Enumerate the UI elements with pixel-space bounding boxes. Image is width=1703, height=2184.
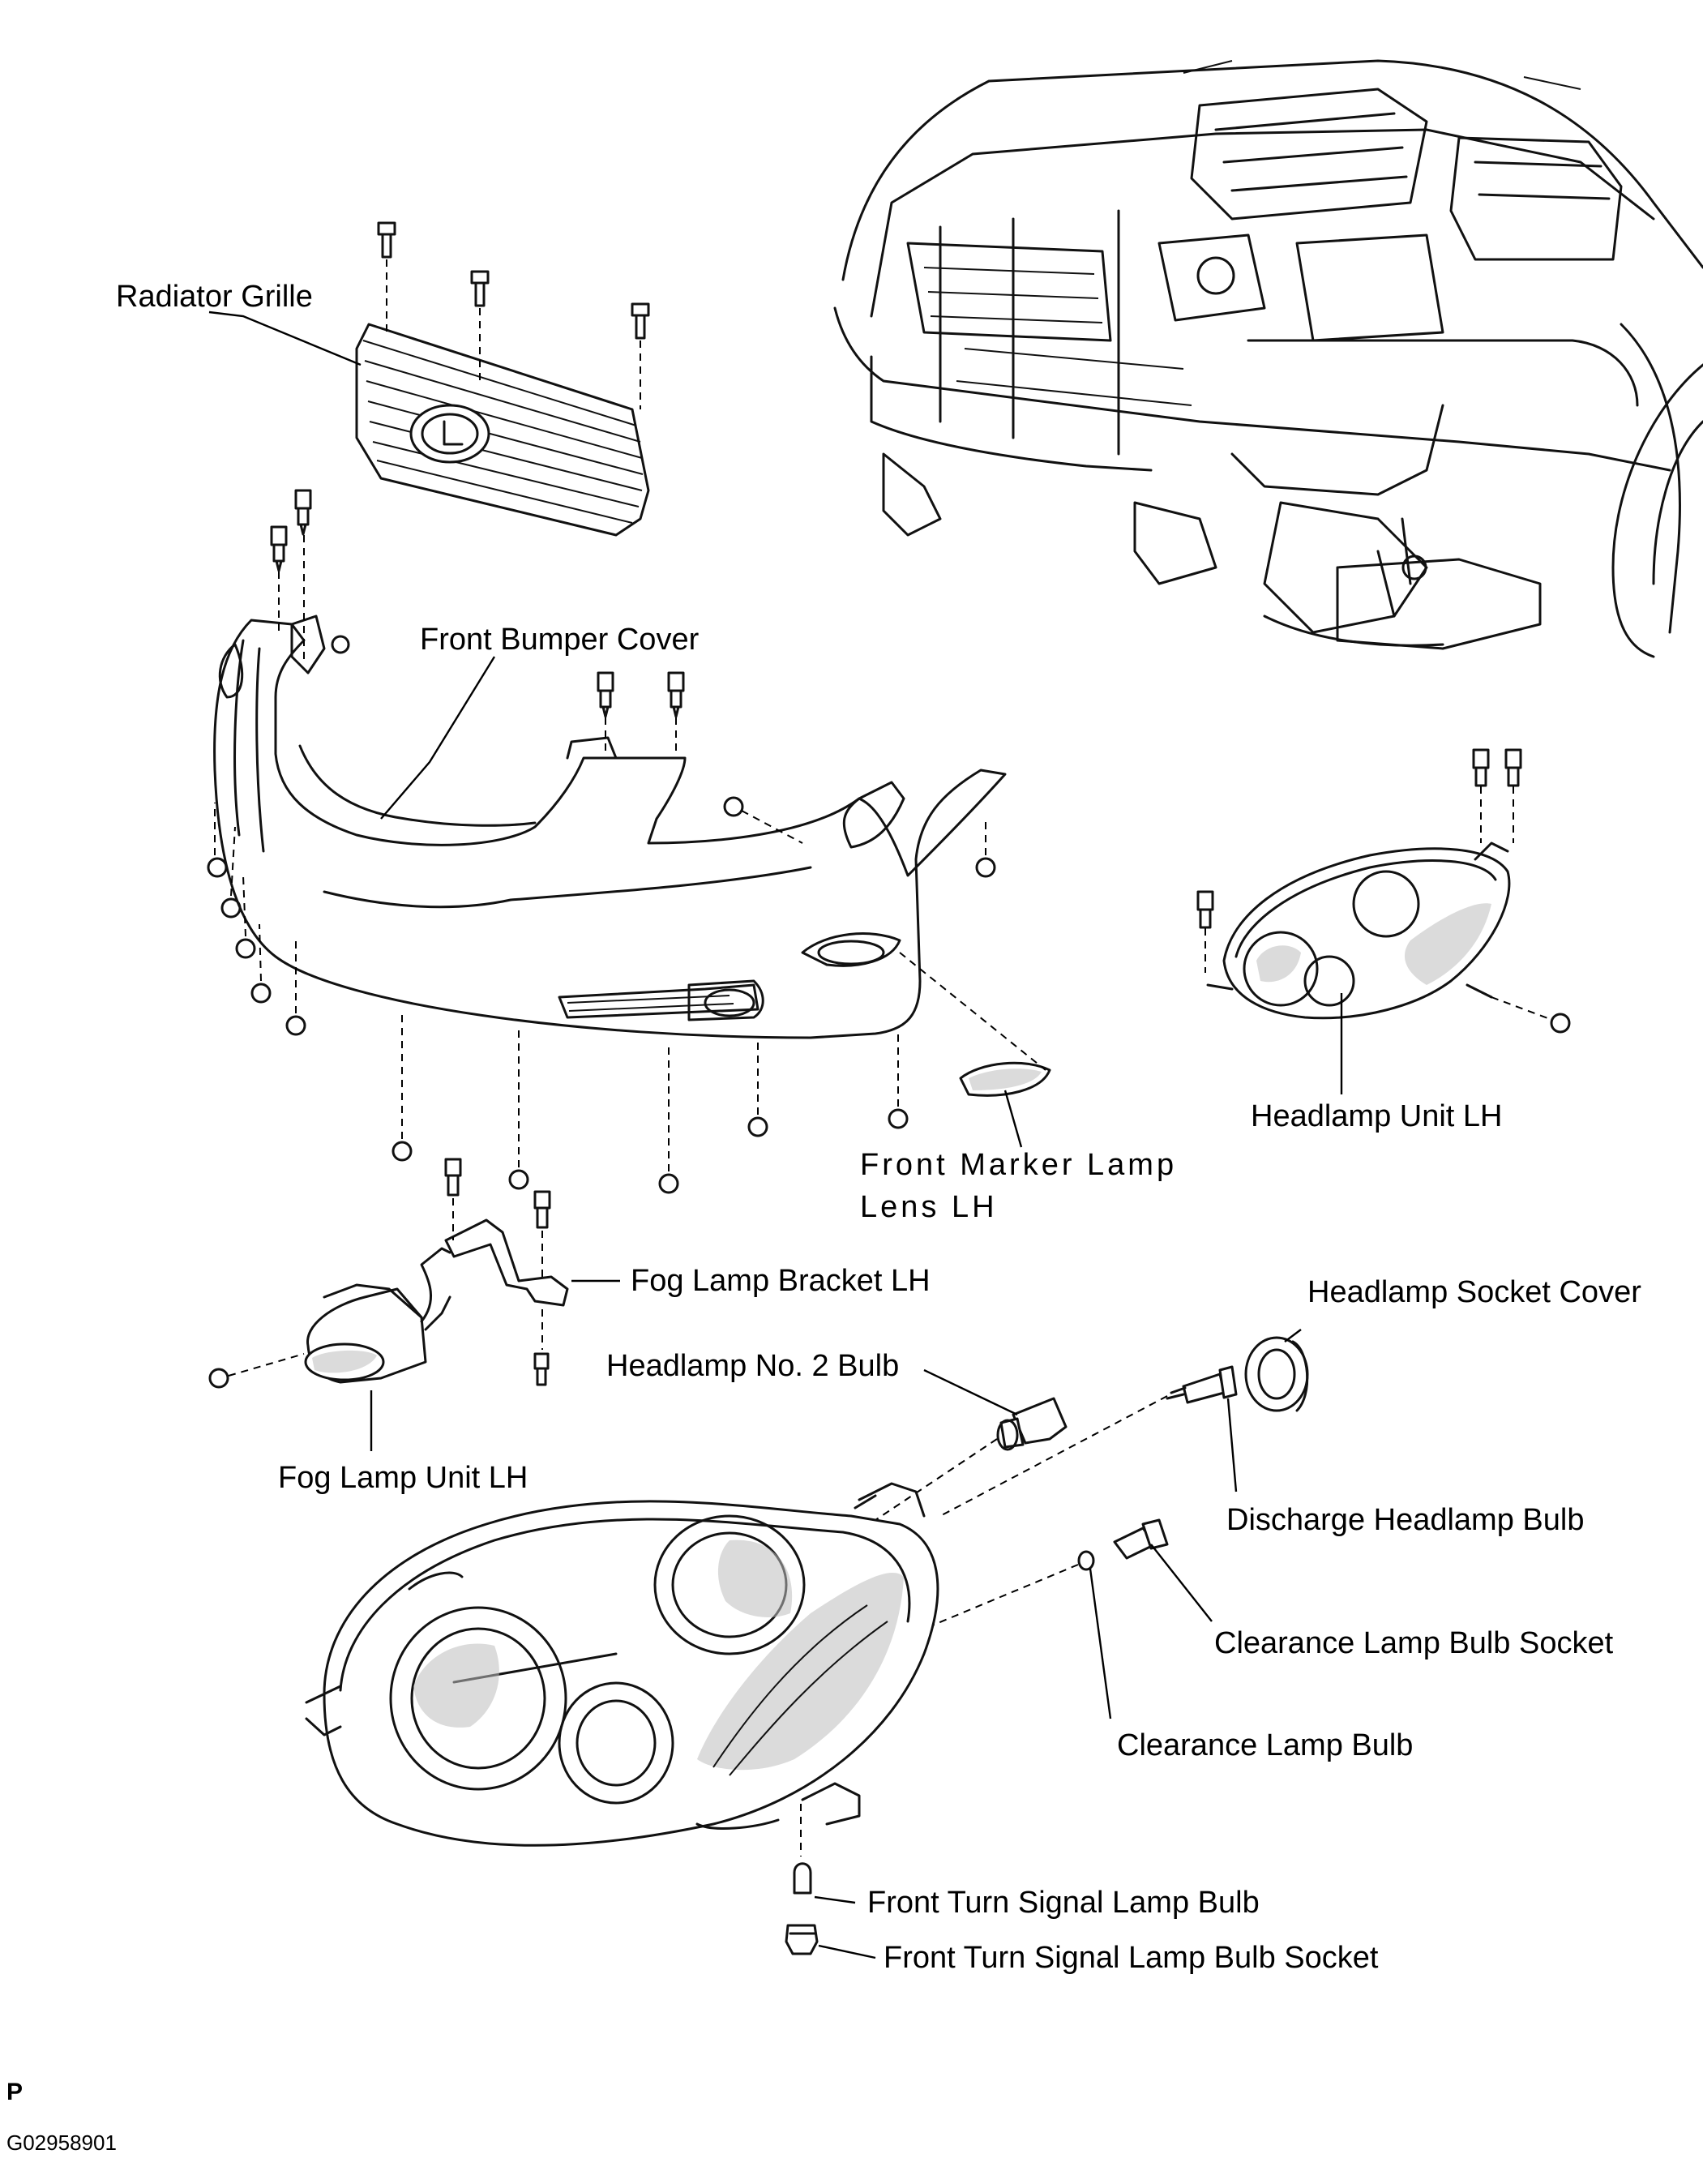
label-front-turn-signal-lamp-bulb: Front Turn Signal Lamp Bulb bbox=[867, 1886, 1260, 1920]
clearance-lamp-socket-and-bulb bbox=[931, 1518, 1169, 1626]
label-headlamp-no2-bulb: Headlamp No. 2 Bulb bbox=[606, 1349, 899, 1383]
bumper-fasteners bbox=[207, 489, 996, 1194]
label-headlamp-socket-cover: Headlamp Socket Cover bbox=[1307, 1275, 1641, 1309]
leader-lines bbox=[208, 310, 1343, 1959]
label-fog-lamp-bracket-lh: Fog Lamp Bracket LH bbox=[631, 1264, 931, 1298]
label-discharge-headlamp-bulb: Discharge Headlamp Bulb bbox=[1226, 1503, 1584, 1537]
label-clearance-lamp-bulb: Clearance Lamp Bulb bbox=[1117, 1728, 1413, 1762]
front-bumper-cover bbox=[213, 615, 1007, 1039]
label-front-turn-signal-lamp-bulb-socket: Front Turn Signal Lamp Bulb Socket bbox=[884, 1941, 1379, 1975]
fog-lamp-unit bbox=[208, 1247, 451, 1389]
vehicle-front-body bbox=[833, 59, 1703, 658]
footer-figure-id: G02958901 bbox=[6, 2130, 117, 2155]
headlamp-socket-cover bbox=[1244, 1336, 1309, 1412]
footer-code-letter: P bbox=[6, 2079, 23, 2105]
label-front-bumper-cover: Front Bumper Cover bbox=[420, 623, 700, 657]
label-front-marker-lamp-lens-line2: Lens LH bbox=[860, 1190, 998, 1224]
grille-screws bbox=[377, 221, 650, 409]
headlamp-unit-small bbox=[1196, 748, 1571, 1034]
headlamp-main-exploded bbox=[305, 1482, 939, 1847]
figure-footer: P G02958901 bbox=[6, 2079, 117, 2155]
label-front-marker-lamp-lens-line1: Front Marker Lamp bbox=[860, 1148, 1177, 1182]
discharge-headlamp-bulb bbox=[939, 1365, 1238, 1517]
turn-signal-bulb-and-socket bbox=[785, 1804, 819, 1955]
front-marker-lamp-lens bbox=[899, 952, 1051, 1097]
label-fog-lamp-unit-lh: Fog Lamp Unit LH bbox=[278, 1461, 528, 1495]
label-headlamp-unit-lh: Headlamp Unit LH bbox=[1251, 1099, 1502, 1133]
fog-lamp-bracket bbox=[444, 1158, 569, 1386]
headlamp-no2-bulb bbox=[875, 1397, 1068, 1521]
label-clearance-lamp-bulb-socket: Clearance Lamp Bulb Socket bbox=[1214, 1626, 1614, 1660]
part-labels: Radiator Grille Front Bumper Cover Headl… bbox=[116, 280, 1641, 1975]
label-radiator-grille: Radiator Grille bbox=[116, 280, 313, 314]
radiator-grille bbox=[355, 323, 650, 537]
